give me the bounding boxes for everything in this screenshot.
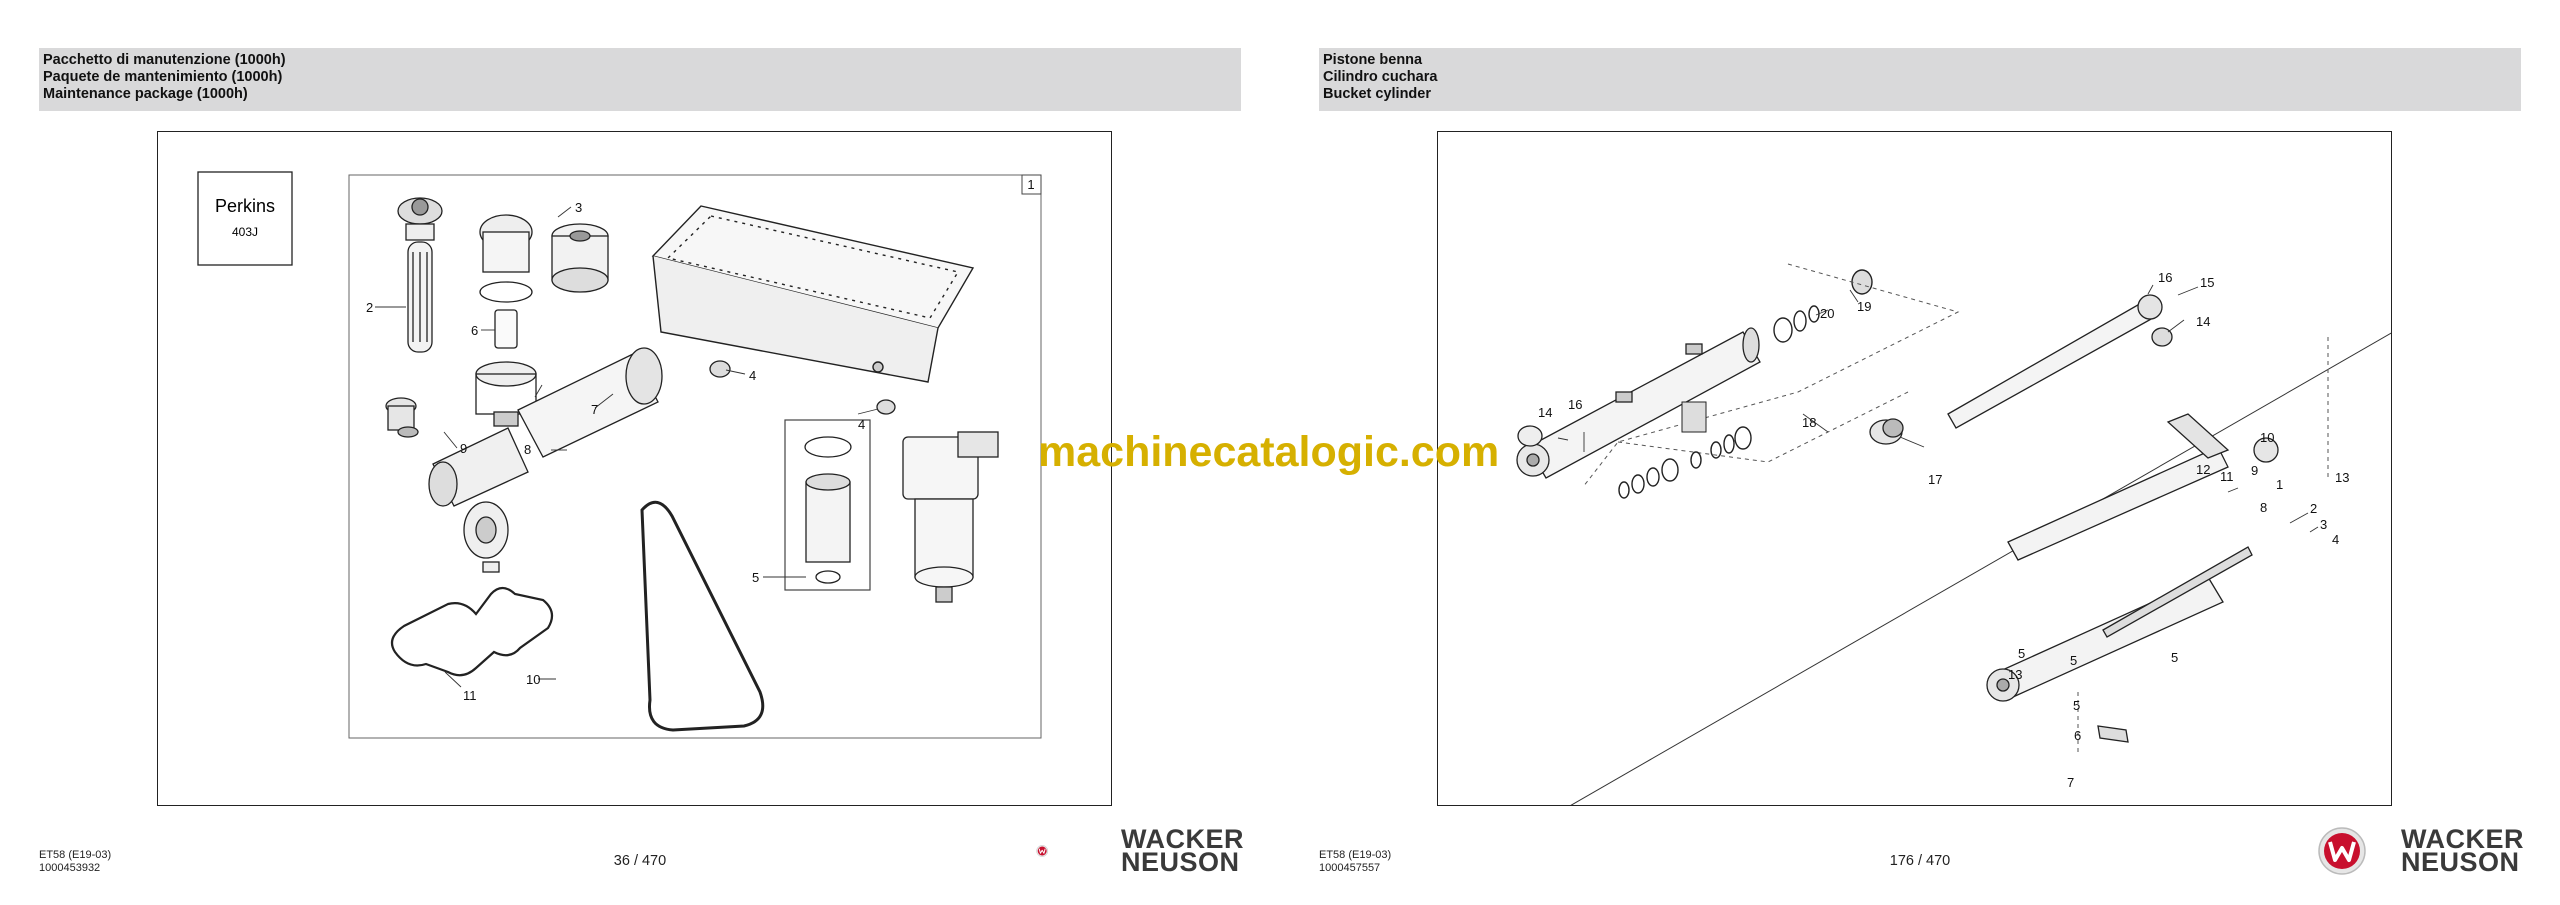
filter-housing-part [475, 214, 537, 427]
watermark-text: machinecatalogic.com [1038, 428, 1500, 476]
callout-label: 10 [526, 672, 540, 687]
fuel-filter-assembly-part [902, 431, 999, 603]
air-filter-part [428, 347, 663, 507]
parts-diagram-frame: Perkins 403J 1 [157, 131, 1112, 806]
doc-code: ET58 (E19-03) [39, 849, 112, 861]
fuel-pump-strainer-part [397, 197, 443, 353]
brand-line-1: WACKER [1121, 824, 1244, 854]
callout-label: 10 [2260, 430, 2274, 445]
right-catalog-page: Pistone benna Cilindro cuchara Bucket cy… [1280, 0, 2560, 905]
title-italian: Pacchetto di manutenzione (1000h) [43, 52, 286, 68]
document-code: ET58 (E19-03) 1000453932 [39, 849, 111, 875]
callout-label: 5 [2018, 646, 2025, 661]
callout-label: 2 [366, 300, 373, 315]
callout-label: 3 [2320, 517, 2327, 532]
brand-line-2: NEUSON [1121, 847, 1240, 877]
title-english: Bucket cylinder [1323, 86, 1431, 102]
callout-label: 4 [749, 368, 756, 383]
page-number: 176 / 470 [1889, 853, 1951, 869]
page-number: 36 / 470 [613, 853, 667, 869]
seal-ring-part [876, 399, 896, 415]
title-spanish: Paquete de mantenimiento (1000h) [43, 69, 283, 85]
left-catalog-page: Pacchetto di manutenzione (1000h) Paquet… [39, 48, 1244, 877]
oil-cap-part [385, 397, 419, 438]
piston-rod-part [1947, 294, 2173, 429]
engine-model-label: 403J [232, 225, 258, 239]
callout-label: 11 [2220, 469, 2234, 484]
callout-label: 9 [460, 441, 467, 456]
callout-label: 3 [575, 200, 582, 215]
title-spanish: Cilindro cuchara [1323, 69, 1438, 85]
piston-seal-set-part [1618, 426, 1752, 499]
callout-label: 5 [2171, 650, 2178, 665]
brand-wordmark: WACKER NEUSON [1121, 824, 1244, 877]
lower-cylinder-assembly-part [1986, 413, 2279, 743]
parts-diagram-frame: 1 2 3 4 5 5 5 5 6 7 8 9 10 11 12 13 13 1… [1437, 131, 2392, 806]
doc-number: 1000457557 [1319, 862, 1381, 874]
seal-bag-part [1681, 401, 1707, 433]
page-title-bar: Pistone benna Cilindro cuchara Bucket cy… [1319, 48, 2521, 111]
callout-label: 18 [1802, 415, 1816, 430]
callout-label: 5 [2073, 698, 2080, 713]
page-title-bar: Pacchetto di manutenzione (1000h) Paquet… [39, 48, 1241, 111]
callout-label: 14 [2196, 314, 2210, 329]
doc-number: 1000453932 [39, 862, 101, 874]
oil-filter-part [551, 223, 609, 293]
bucket-cylinder-diagram: 1 2 3 4 5 5 5 5 6 7 8 9 10 11 12 13 13 1… [1516, 263, 2391, 805]
air-cleaner-housing-part [463, 501, 509, 573]
cylinder-tube-part [1516, 327, 1761, 479]
oil-pan-part [651, 205, 975, 383]
callout-label: 19 [1857, 299, 1871, 314]
callout-label: 6 [471, 323, 478, 338]
callout-label: 16 [1568, 397, 1582, 412]
callout-label: 5 [2070, 653, 2077, 668]
wacker-neuson-w-logo-icon [2318, 827, 2366, 875]
callout-label: 12 [2196, 462, 2210, 477]
callout-label: 20 [1820, 306, 1834, 321]
bushing-part [1517, 425, 1543, 447]
callout-label: 11 [463, 688, 477, 703]
maintenance-parts-diagram: Perkins 403J 1 [197, 171, 1042, 739]
callout-label: 17 [1928, 472, 1942, 487]
callout-label: 7 [2067, 775, 2074, 790]
title-english: Maintenance package (1000h) [43, 86, 248, 102]
brand-line-2: NEUSON [2401, 847, 2520, 877]
callout-label: 9 [2251, 463, 2258, 478]
callout-label: 1 [2276, 477, 2283, 492]
title-italian: Pistone benna [1323, 52, 1423, 68]
callout-label: 4 [858, 417, 865, 432]
valve-cover-gasket-part [390, 586, 554, 677]
callout-label: 13 [2008, 667, 2022, 682]
seal-ring-part [709, 360, 731, 378]
brand-line-1: WACKER [2401, 824, 2524, 854]
figure-number: 1 [1027, 177, 1034, 192]
engine-brand-label: Perkins [215, 196, 275, 216]
brand-wordmark: WACKER NEUSON [2401, 824, 2524, 877]
doc-code: ET58 (E19-03) [1319, 849, 1392, 861]
callout-label: 4 [2332, 532, 2339, 547]
fuel-filter-element-part [804, 436, 852, 584]
seal-kit-part [1773, 269, 1873, 343]
wacker-neuson-w-logo-icon [1036, 845, 1049, 857]
callout-label: 8 [524, 442, 531, 457]
callout-label: 15 [2200, 275, 2214, 290]
drive-belt-part [640, 500, 765, 732]
cylinder-head-part [1869, 418, 1904, 445]
callout-label: 5 [752, 570, 759, 585]
callout-label: 14 [1538, 405, 1552, 420]
callout-label: 13 [2335, 470, 2349, 485]
callout-label: 2 [2310, 501, 2317, 516]
callout-label: 6 [2074, 728, 2081, 743]
document-code: ET58 (E19-03) 1000457557 [1319, 849, 1391, 875]
callout-label: 16 [2158, 270, 2172, 285]
callout-label: 7 [591, 402, 598, 417]
callout-label: 8 [2260, 500, 2267, 515]
